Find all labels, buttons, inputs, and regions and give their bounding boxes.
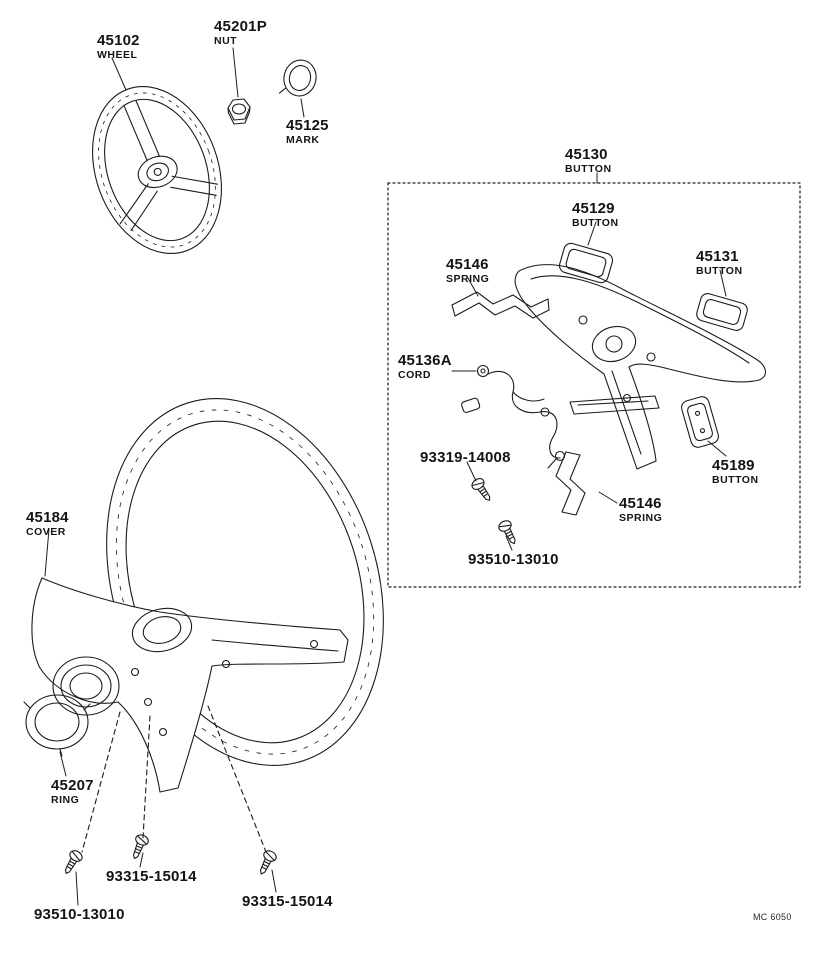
leader-lines xyxy=(44,47,727,906)
part-number: 45189 xyxy=(712,457,755,474)
mark-drawing xyxy=(278,59,317,97)
part-number: 45201P xyxy=(214,18,267,35)
part-label-button-upper: 45129 BUTTON xyxy=(572,200,619,230)
part-label-screw-93315-right: 93315-15014 xyxy=(242,893,333,911)
wheel-rim-drawing xyxy=(106,398,384,766)
part-number: 93315-15014 xyxy=(106,868,197,885)
part-name: WHEEL xyxy=(97,48,138,61)
ring-drawing xyxy=(23,694,91,757)
part-label-button-assembly: 45130 BUTTON xyxy=(565,146,612,176)
part-number: 45125 xyxy=(286,117,329,134)
part-label-screw-93510-bottom: 93510-13010 xyxy=(34,906,125,924)
button-45189-drawing xyxy=(681,396,719,448)
part-number: 45146 xyxy=(446,256,489,273)
part-name: NUT xyxy=(214,34,238,47)
part-label-spring-upper: 45146 SPRING xyxy=(446,256,490,286)
part-number: 45129 xyxy=(572,200,615,217)
part-number: 45207 xyxy=(51,777,94,794)
spring-upper-drawing xyxy=(451,291,550,319)
cover-drawing xyxy=(31,577,349,793)
part-number: 45146 xyxy=(619,495,662,512)
part-label-mark: 45125 MARK xyxy=(286,117,329,147)
part-number: 93319-14008 xyxy=(420,449,511,466)
part-number: 93510-13010 xyxy=(468,551,559,568)
part-name: MARK xyxy=(286,133,320,146)
part-label-screw-93319: 93319-14008 xyxy=(420,449,511,467)
part-name: SPRING xyxy=(446,272,490,285)
part-label-button-lower: 45189 BUTTON xyxy=(712,457,759,487)
part-name: BUTTON xyxy=(565,162,612,175)
part-name: BUTTON xyxy=(572,216,619,229)
part-name: RING xyxy=(51,793,80,806)
part-number: 93315-15014 xyxy=(242,893,333,910)
button-45129-drawing xyxy=(558,242,614,284)
assembly-dash-lines xyxy=(81,705,267,853)
steering-wheel-drawing xyxy=(92,85,222,255)
part-name: CORD xyxy=(398,368,431,381)
part-name: COVER xyxy=(26,525,66,538)
part-name: BUTTON xyxy=(696,264,743,277)
spring-lower-drawing xyxy=(555,451,586,516)
part-label-screw-93510-box: 93510-13010 xyxy=(468,551,559,569)
part-label-nut: 45201P NUT xyxy=(214,18,267,48)
part-number: 93510-13010 xyxy=(34,906,125,923)
part-label-cord: 45136A CORD xyxy=(398,352,452,382)
nut-drawing xyxy=(227,98,251,125)
assembly-box-outline xyxy=(387,182,801,588)
screw-93319-drawing xyxy=(469,475,496,505)
part-label-ring: 45207 RING xyxy=(51,777,94,807)
horn-pad-drawing xyxy=(514,264,766,470)
part-number: 45136A xyxy=(398,352,452,369)
part-label-button-right: 45131 BUTTON xyxy=(696,248,743,278)
screw-93315-left-drawing xyxy=(127,832,151,862)
part-name: BUTTON xyxy=(712,473,759,486)
screw-93510-bottom-drawing xyxy=(59,848,85,878)
part-label-wheel: 45102 WHEEL xyxy=(97,32,140,62)
button-45131-drawing xyxy=(696,293,748,331)
figure-code: MC 6050 xyxy=(753,912,792,922)
part-number: 45130 xyxy=(565,146,608,163)
part-label-spring-lower: 45146 SPRING xyxy=(619,495,663,525)
part-name: SPRING xyxy=(619,511,663,524)
part-number: 45131 xyxy=(696,248,739,265)
part-number: 45184 xyxy=(26,509,69,526)
part-number: 45102 xyxy=(97,32,140,49)
cord-drawing xyxy=(461,364,566,469)
screw-93315-right-drawing xyxy=(254,848,279,878)
part-label-cover: 45184 COVER xyxy=(26,509,69,539)
part-label-screw-93315-left: 93315-15014 xyxy=(106,868,197,886)
